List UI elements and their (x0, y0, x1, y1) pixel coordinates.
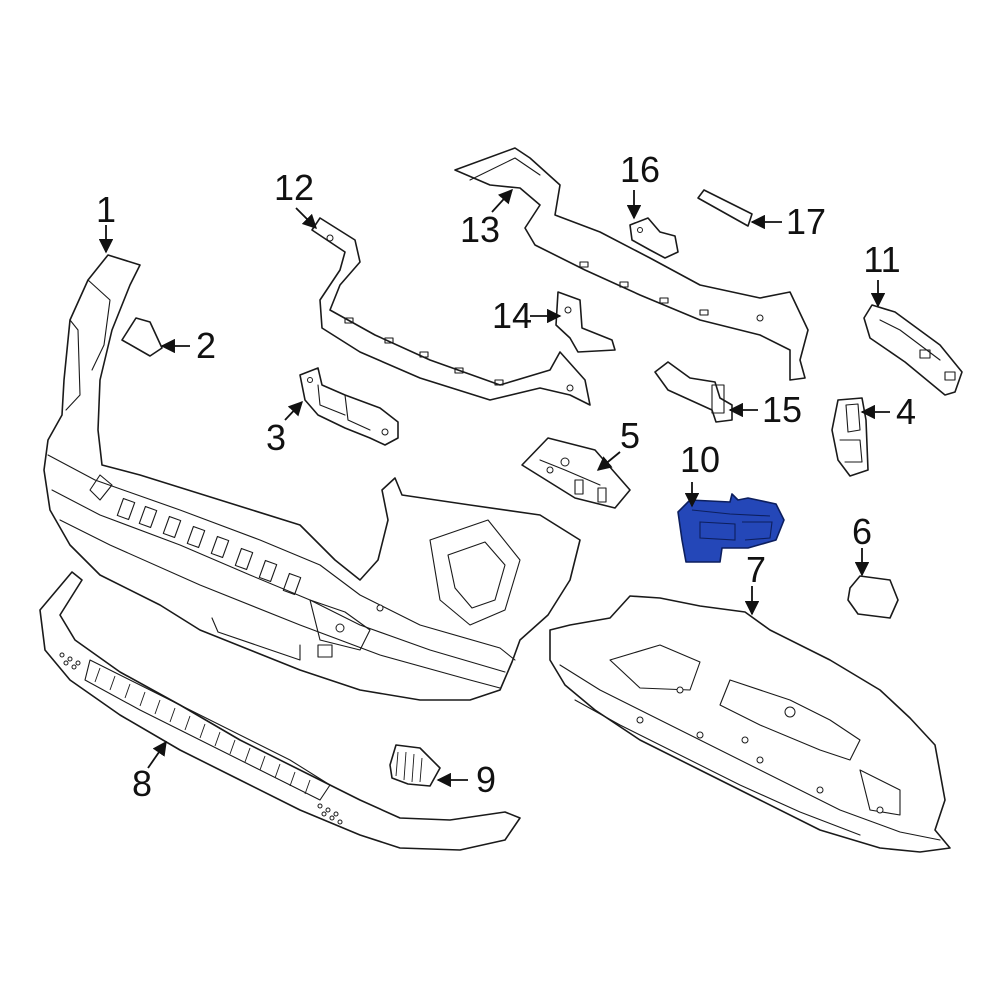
callout-6: 6 (852, 511, 872, 552)
valance-grille-hatch (94, 667, 311, 795)
part-16-clip[interactable] (629, 217, 679, 259)
part-4-bracket[interactable] (831, 397, 869, 477)
arrow-5 (596, 451, 621, 471)
part-2-trim-piece[interactable] (121, 317, 163, 357)
part-15-bracket[interactable] (654, 361, 733, 423)
callout-9: 9 (476, 759, 496, 800)
callout-13: 13 (460, 209, 500, 250)
valance-dot-pattern-right (317, 803, 343, 825)
callout-16: 16 (620, 149, 660, 190)
part-8-lower-valance[interactable] (39, 571, 521, 851)
part-9-grille-insert[interactable] (389, 744, 441, 787)
part-11-bracket[interactable] (863, 304, 963, 396)
arrow-8 (147, 740, 167, 769)
callout-3: 3 (266, 417, 286, 458)
part-14-bracket[interactable] (555, 291, 616, 353)
part-6-cap[interactable] (847, 575, 899, 619)
arrow-13 (491, 188, 513, 213)
part-12-reinforcement-bar[interactable] (311, 217, 591, 406)
callout-10: 10 (680, 439, 720, 480)
callout-2: 2 (196, 325, 216, 366)
arrow-12 (295, 207, 318, 230)
valance-dot-pattern-left (59, 652, 81, 670)
callout-1: 1 (96, 189, 116, 230)
callout-7: 7 (746, 549, 766, 590)
part-10-bracket-highlighted[interactable] (677, 493, 785, 563)
callout-12: 12 (274, 167, 314, 208)
part-17-strip[interactable] (697, 189, 753, 227)
leader-arrows (98, 188, 890, 788)
bumper-slots (116, 497, 302, 596)
part-7-underbody-shield[interactable] (549, 595, 951, 853)
part-13-upper-reinforcement[interactable] (454, 147, 809, 381)
callout-8: 8 (132, 763, 152, 804)
callout-14: 14 (492, 295, 532, 336)
callout-15: 15 (762, 389, 802, 430)
callout-17: 17 (786, 201, 826, 242)
callout-4: 4 (896, 391, 916, 432)
part-5-bracket[interactable] (521, 437, 631, 509)
part-3-bracket[interactable] (299, 367, 399, 446)
callout-labels: 1 2 3 4 5 6 7 8 9 10 11 12 13 14 15 16 1… (96, 149, 916, 804)
part-1-bumper-cover[interactable] (43, 254, 581, 701)
callout-11: 11 (863, 239, 900, 280)
arrow-3 (284, 400, 303, 421)
callout-5: 5 (620, 415, 640, 456)
